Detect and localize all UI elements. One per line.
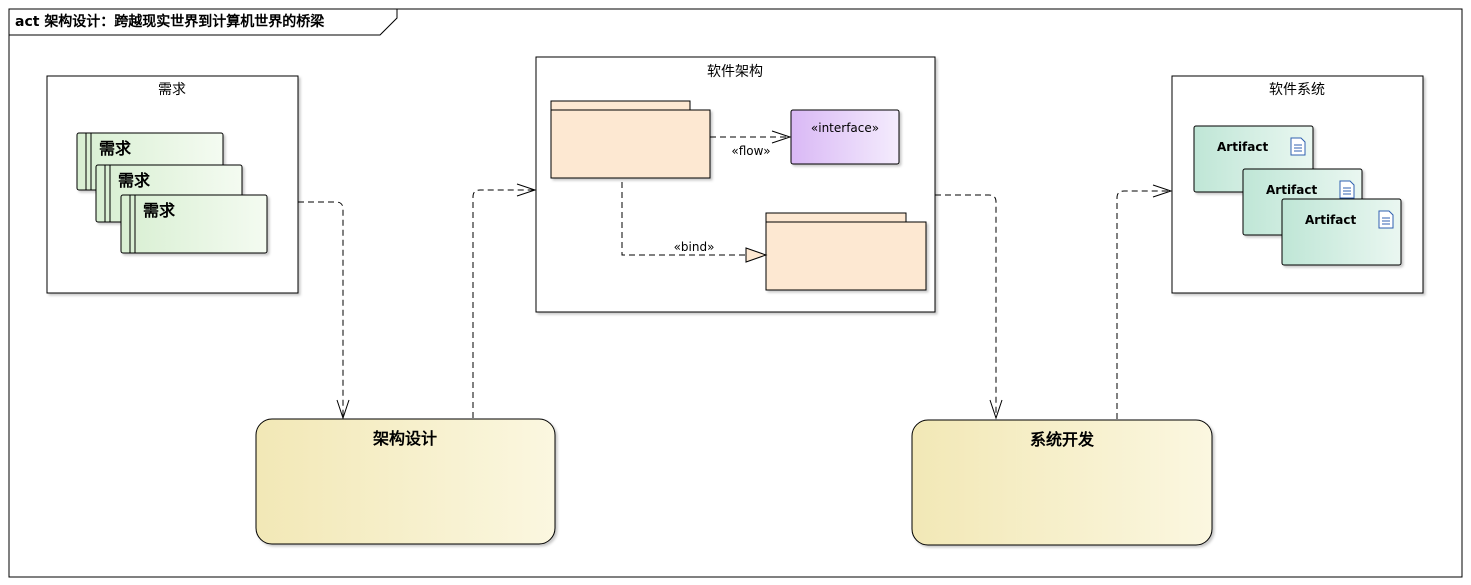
artifact-label: Artifact xyxy=(1217,140,1268,154)
flow-label: «flow» xyxy=(731,144,770,158)
artifact-label: Artifact xyxy=(1305,213,1356,227)
activity-system-development[interactable]: 系统开发 xyxy=(911,419,1213,546)
document-icon xyxy=(1378,210,1394,229)
requirements-package-title: 需求 xyxy=(158,82,186,98)
flow-design-to-architecture[interactable] xyxy=(472,183,537,418)
flow-architecture-to-development[interactable] xyxy=(935,194,1003,420)
component-package-top[interactable] xyxy=(550,100,711,179)
component-package-bottom[interactable] xyxy=(765,212,927,291)
requirements-package[interactable]: 需求 需求 需求 需求 xyxy=(46,75,299,294)
bind-label: «bind» xyxy=(674,240,715,254)
requirement-label: 需求 xyxy=(99,139,132,158)
artifact-label: Artifact xyxy=(1266,183,1317,197)
activity-architecture-design[interactable]: 架构设计 xyxy=(255,418,556,545)
system-package-title: 软件系统 xyxy=(1269,82,1325,98)
requirement-label: 需求 xyxy=(118,171,151,190)
document-icon xyxy=(1339,180,1355,199)
interface-element[interactable]: «interface» xyxy=(790,109,900,165)
architecture-package-title: 软件架构 xyxy=(707,64,763,80)
requirement-label: 需求 xyxy=(143,201,176,220)
document-icon xyxy=(1290,137,1306,156)
activity-label: 系统开发 xyxy=(1030,430,1095,449)
architecture-package[interactable]: 软件架构 «interface» «flow» «bind» xyxy=(535,56,936,313)
flow-development-to-system[interactable] xyxy=(1116,184,1173,419)
artifact-element[interactable]: Artifact xyxy=(1281,198,1402,266)
flow-connector[interactable]: «flow» xyxy=(710,130,792,158)
requirement-element[interactable]: 需求 xyxy=(120,194,268,254)
bind-connector[interactable]: «bind» xyxy=(621,182,768,263)
system-package[interactable]: 软件系统 Artifact Artifact Artifact xyxy=(1171,75,1424,294)
activity-label: 架构设计 xyxy=(372,429,437,448)
frame-title: act 架构设计：跨越现实世界到计算机世界的桥梁 xyxy=(15,13,325,30)
interface-stereotype: «interface» xyxy=(811,121,879,135)
flow-requirements-to-design[interactable] xyxy=(298,201,350,420)
